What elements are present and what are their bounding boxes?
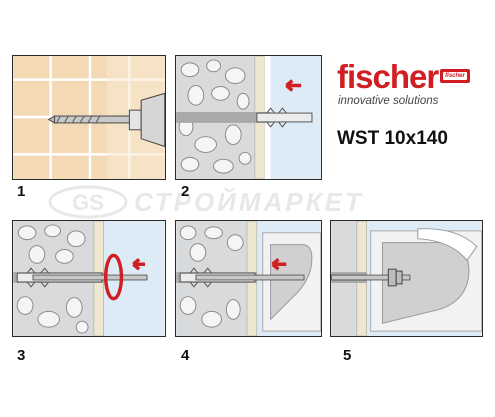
watermark: GS СТРОЙМАРКЕТ <box>48 185 468 219</box>
step-3-panel <box>12 220 166 337</box>
brand-tagline: innovative solutions <box>338 95 439 107</box>
watermark-logo-text: GS <box>72 190 104 215</box>
step-4-number: 4 <box>181 347 190 364</box>
watermark-text: СТРОЙМАРКЕТ <box>134 187 364 217</box>
step-4-panel <box>175 220 322 337</box>
step-5-number: 5 <box>343 347 352 364</box>
step-4-illustration <box>176 221 321 336</box>
brand-logo: fischer fischer innovative solutions <box>337 58 470 107</box>
step-2-illustration <box>176 56 321 179</box>
step-3-illustration <box>13 221 165 336</box>
step-2-number: 2 <box>181 183 190 200</box>
rotate-arrow-icon <box>103 253 124 301</box>
watermark-logo-icon: GS <box>48 185 128 219</box>
brand-name: fischer <box>337 58 439 95</box>
step-5-panel <box>330 220 483 337</box>
brand-badge-icon: fischer <box>440 69 470 83</box>
push-arrow-icon <box>132 258 146 271</box>
step-2-panel <box>175 55 322 180</box>
step-3-number: 3 <box>17 347 26 364</box>
step-5-illustration <box>331 221 482 336</box>
push-arrow-icon <box>285 79 302 92</box>
step-1-panel <box>12 55 166 180</box>
step-1-number: 1 <box>17 183 26 200</box>
step-1-illustration <box>13 56 165 179</box>
product-model: WST 10x140 <box>337 128 448 149</box>
brand-badge-text: fischer <box>443 72 467 80</box>
push-arrow-icon <box>271 258 287 271</box>
